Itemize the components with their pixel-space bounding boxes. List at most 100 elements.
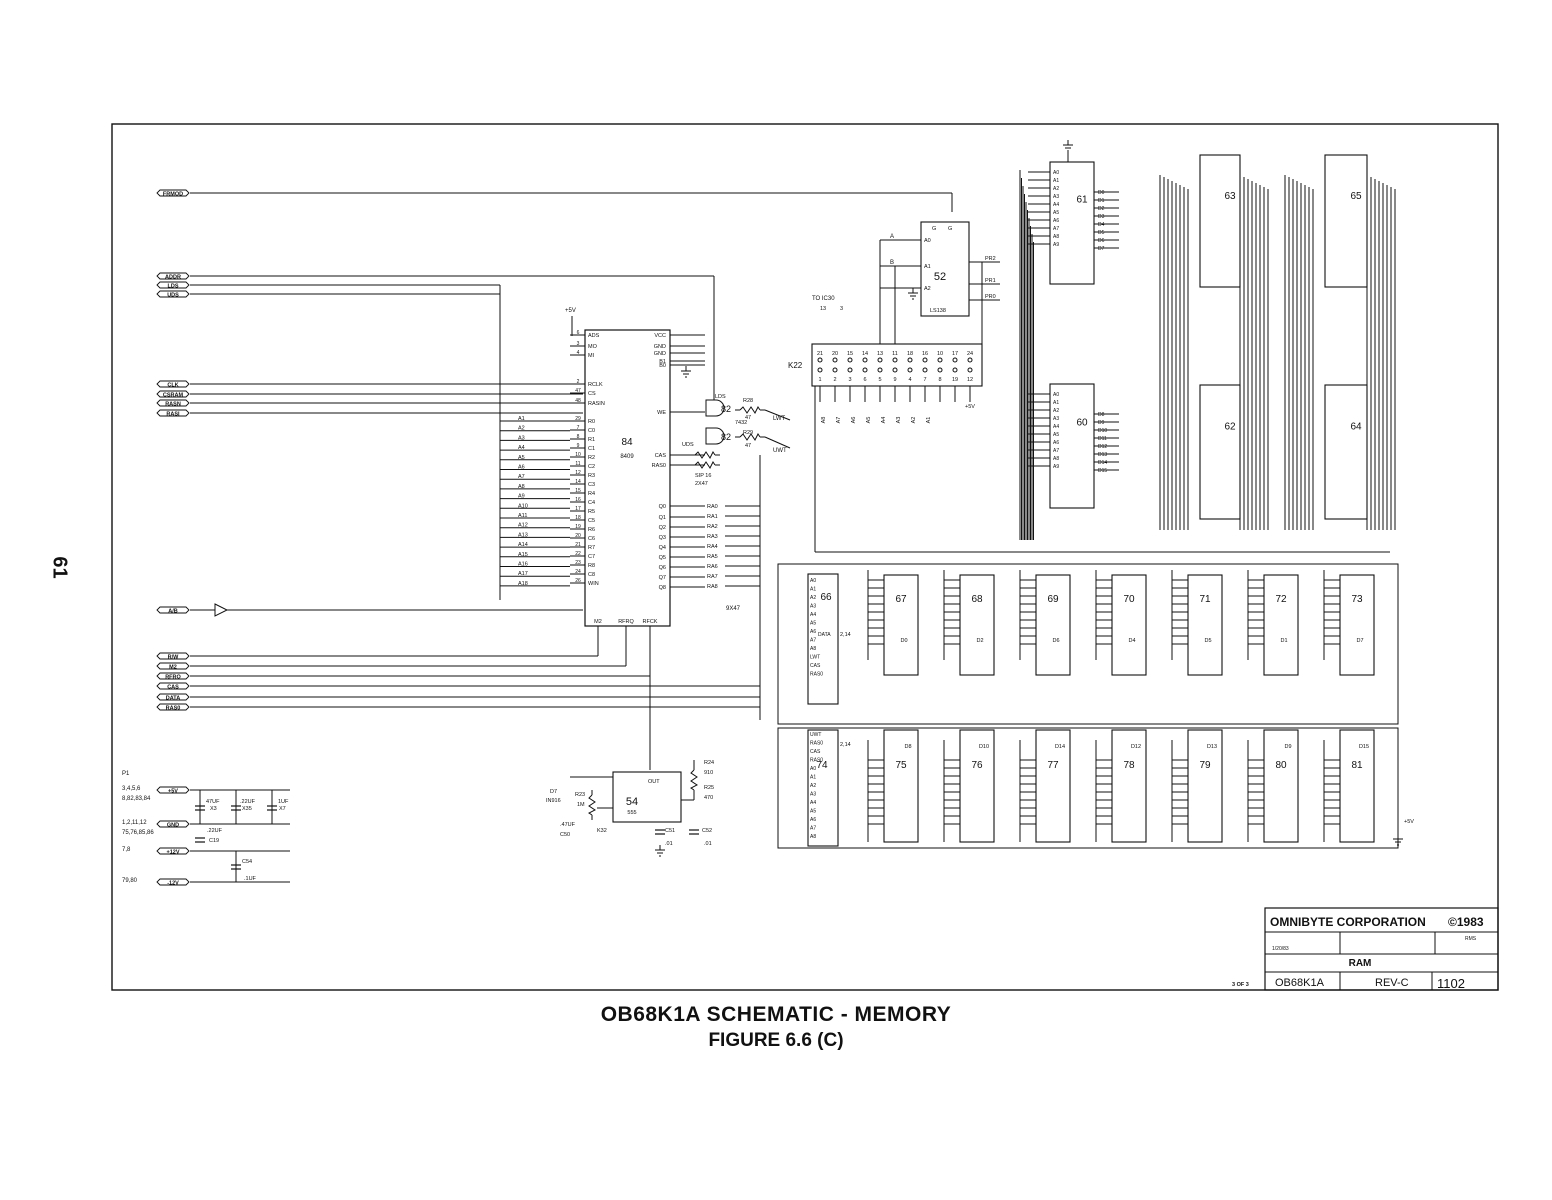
connector-address-label: A6 (851, 417, 857, 424)
ras-output-label: RA1 (707, 514, 718, 520)
title-copyright: ©1983 (1448, 915, 1484, 929)
ram-buffer-66-pin: A2 (810, 595, 816, 601)
ram-chip-76 (959, 729, 995, 843)
connector-pin: 11 (892, 351, 898, 357)
eprom-65-ref: 65 (1350, 191, 1362, 202)
ram-chip-ref: 69 (1047, 594, 1059, 605)
controller-pin-label: Q3 (659, 535, 666, 541)
ram-chip-bit: D4 (1128, 638, 1135, 644)
signal-tag-ras0-text: RAS0 (166, 706, 181, 712)
signal-tag-rasn-text: RASN (165, 402, 181, 408)
cap-value: 1UF (278, 799, 289, 805)
address-line-label: A17 (518, 571, 528, 577)
connector-pin: 4 (908, 377, 911, 383)
decoder-part: LS138 (930, 308, 946, 314)
controller-pin-label: R7 (588, 545, 595, 551)
title-revision: REV-C (1375, 977, 1409, 989)
wire (764, 436, 791, 449)
signal-tag-addr-text: ADDR (165, 275, 181, 281)
ram-chip-bit: D7 (1356, 638, 1363, 644)
decoder-output-label: PR2 (985, 256, 996, 262)
controller-pin-label: R6 (588, 527, 595, 533)
ram-chip-ref: 71 (1199, 594, 1211, 605)
power-net-2-text: +12V (167, 850, 180, 856)
eprom-61-pin: A1 (1053, 178, 1059, 184)
signal-tag-csram (156, 390, 190, 398)
ram-chip-79 (1187, 729, 1223, 843)
c52-ref: C52 (702, 828, 712, 834)
eprom-61-data: D3 (1098, 214, 1105, 220)
ram-buffer-74 (807, 729, 839, 847)
signal-tag-rfrq (156, 672, 190, 680)
controller-pin-label: RASIN (588, 401, 605, 407)
r25-ref: R25 (704, 785, 714, 791)
controller-pin-label: R5 (588, 509, 595, 515)
ram-buffer-66-ref: 66 (820, 592, 832, 603)
cap-value: .22UF (240, 799, 256, 805)
controller-pin-number: 19 (575, 524, 581, 530)
ram-chip-75 (883, 729, 919, 843)
ram-chip-77 (1035, 729, 1071, 843)
eprom-61-pin: A5 (1053, 210, 1059, 216)
connector-pin-hole (847, 357, 853, 363)
connector-address-label: A7 (836, 417, 842, 424)
controller-pin-label: Q8 (659, 585, 666, 591)
title-drawing-name: RAM (1349, 958, 1372, 969)
cap-ref: C19 (209, 838, 219, 844)
eprom-61-data: D1 (1098, 198, 1105, 204)
address-line-label: A6 (518, 465, 525, 471)
controller-pin-number: 9 (577, 443, 580, 449)
controller-pin-label: GND (654, 351, 666, 357)
controller-pin-number: 20 (575, 533, 581, 539)
connector-pin-hole (937, 357, 943, 363)
eprom-60-pin: A2 (1053, 408, 1059, 414)
connector-pin-hole (952, 357, 958, 363)
ras-output-label: RA6 (707, 564, 718, 570)
ram-chip-ref: 68 (971, 594, 983, 605)
connector-pin-hole (892, 367, 898, 373)
controller-pin-number: 48 (575, 398, 581, 404)
ram-buffer-66 (807, 573, 839, 705)
write-output-uwt: UWT (773, 448, 787, 454)
eprom-60-pin: A6 (1053, 440, 1059, 446)
eprom-61-pin: A0 (1053, 170, 1059, 176)
controller-pin-number: 4 (577, 350, 580, 356)
controller-pin-label: WIN (588, 581, 599, 587)
connector-pin-hole (877, 367, 883, 373)
connector-pin: 9 (893, 377, 896, 383)
eprom-60-pin: A4 (1053, 424, 1059, 430)
controller-pin-number: 17 (575, 506, 581, 512)
signal-tag-rasi (156, 409, 190, 417)
signal-tag-rasn (156, 399, 190, 407)
controller-pin-label: Q6 (659, 565, 666, 571)
eprom-61-pin: A9 (1053, 242, 1059, 248)
ram-chip-ref: 76 (971, 760, 983, 771)
signal-tag-rfrq-text: RFRQ (165, 675, 181, 681)
connector-pin-hole (847, 367, 853, 373)
ram-chip-bit: D6 (1052, 638, 1059, 644)
ram-chip-bit: D13 (1207, 744, 1217, 750)
eprom-60-data: D12 (1098, 444, 1107, 450)
ram-vcc-label: +5V (1404, 819, 1414, 825)
signal-tag-data-text: DATA (166, 696, 180, 702)
controller-pin-label: RFRQ (618, 619, 634, 625)
controller-pin-label: C7 (588, 554, 595, 560)
ras-output-label: RA7 (707, 574, 718, 580)
connector-pin-hole (922, 357, 928, 363)
connector-pin-hole (832, 367, 838, 373)
c52-value: .01 (704, 841, 712, 847)
or-gate-82a (705, 399, 725, 417)
ram-chip-bit: D1 (1280, 638, 1287, 644)
decoder-input-label: A (890, 234, 894, 240)
ram-chip-bit: D5 (1204, 638, 1211, 644)
controller-pin-number: 14 (575, 479, 581, 485)
power-net-3 (156, 878, 190, 886)
eprom-60-data: D15 (1098, 468, 1107, 474)
ram-buffer-66-pin: LWT (810, 655, 820, 661)
connector-pin: 7 (923, 377, 926, 383)
connector-pin-hole (967, 367, 973, 373)
ras-output-label: RA5 (707, 554, 718, 560)
connector-pin: 10 (937, 351, 943, 357)
resistor (739, 433, 761, 441)
